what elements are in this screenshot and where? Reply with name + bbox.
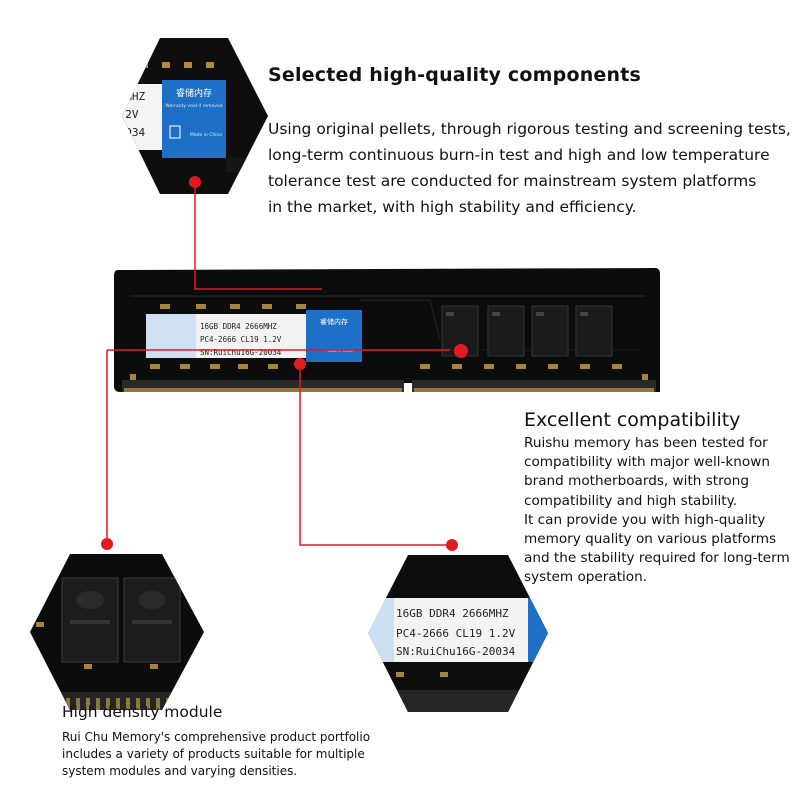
compat-body-line: compatibility with major well-known: [524, 454, 770, 471]
quality-section-body: Using original pellets, through rigorous…: [268, 116, 796, 220]
zoom-label-line-3: 20034: [112, 126, 145, 139]
density-section-title: High density module: [62, 703, 223, 721]
callout-dot-quality: [189, 176, 201, 188]
callout-dots: [101, 176, 468, 551]
module-brand-cn: 睿储内存: [320, 317, 348, 326]
memory-chip: [487, 305, 525, 357]
compat-body-line: It can provide you with high-quality: [524, 511, 766, 528]
compat-body-line: brand motherboards, with strong: [524, 473, 749, 490]
module-label-line-1: 16GB DDR4 2666MHZ: [200, 322, 277, 331]
zoom-spec-line-1: 16GB DDR4 2666MHZ: [396, 607, 509, 620]
zoom-hexagon-spec-label-closeup: 16GB DDR4 2666MHZ PC4-2666 CL19 1.2V SN:…: [368, 555, 548, 712]
density-body-line: system modules and varying densities.: [62, 764, 298, 779]
memory-chip: [531, 305, 569, 357]
zoom-label-line-2: 1.2V: [112, 108, 139, 121]
callout-line-compat: [299, 366, 452, 546]
zoom-made-in: Made in China: [190, 132, 222, 138]
compat-body-line: compatibility and high stability.: [524, 492, 738, 509]
quality-body-line: tolerance test are conducted for mainstr…: [268, 172, 757, 190]
zoom-hexagon-chips-closeup: [30, 554, 204, 710]
callout-dot-compat-start: [454, 344, 468, 358]
density-body-line: includes a variety of products suitable …: [62, 747, 365, 762]
zoom-spec-line-2: PC4-2666 CL19 1.2V: [396, 627, 516, 640]
density-section-body: Rui Chu Memory's comprehensive product p…: [62, 729, 397, 781]
brand-sticker: [306, 310, 362, 362]
compat-body-line: memory quality on various platforms: [524, 531, 777, 548]
callout-dot-density: [101, 538, 113, 550]
compat-section-body: Ruishu memory has been tested for compat…: [524, 434, 794, 588]
zoom-hexagon-label-closeup: 66MHZ 1.2V 20034 睿储内存 Warranty void if r…: [112, 38, 268, 194]
zoom-spec-line-3: SN:RuiChu16G-20034: [396, 645, 516, 658]
zoom-warranty-text: Warranty void if removed: [165, 103, 222, 109]
compat-body-line: Ruishu memory has been tested for: [524, 435, 768, 451]
zoom-label-line-1: 66MHZ: [112, 90, 145, 103]
zoom-brand-cn: 睿储内存: [176, 87, 212, 99]
quality-body-line: long-term continuous burn-in test and hi…: [268, 146, 770, 164]
memory-chip: [575, 305, 613, 357]
callout-line-quality: [194, 182, 322, 290]
density-body-line: Rui Chu Memory's comprehensive product p…: [62, 730, 371, 744]
callout-dot-compat: [446, 539, 458, 551]
certification-mark-icon: [169, 125, 181, 139]
module-label-line-3: SN:RuiChu16G-20034: [200, 348, 282, 357]
compat-body-line: system operation.: [524, 569, 648, 586]
quality-section-title: Selected high-quality components: [268, 64, 642, 86]
callout-lines: [106, 182, 452, 546]
module-label-line-2: PC4-2666 CL19 1.2V: [200, 335, 282, 344]
quality-body-line: Using original pellets, through rigorous…: [268, 120, 791, 138]
compat-body-line: and the stability required for long-term: [524, 550, 790, 567]
compat-section-title: Excellent compatibility: [524, 409, 741, 431]
quality-body-line: in the market, with high stability and e…: [268, 198, 637, 216]
callout-dot-label: [294, 358, 306, 370]
memory-module: 16GB DDR4 2666MHZ PC4-2666 CL19 1.2V SN:…: [114, 268, 660, 392]
module-made-in: Made in China: [328, 349, 353, 353]
